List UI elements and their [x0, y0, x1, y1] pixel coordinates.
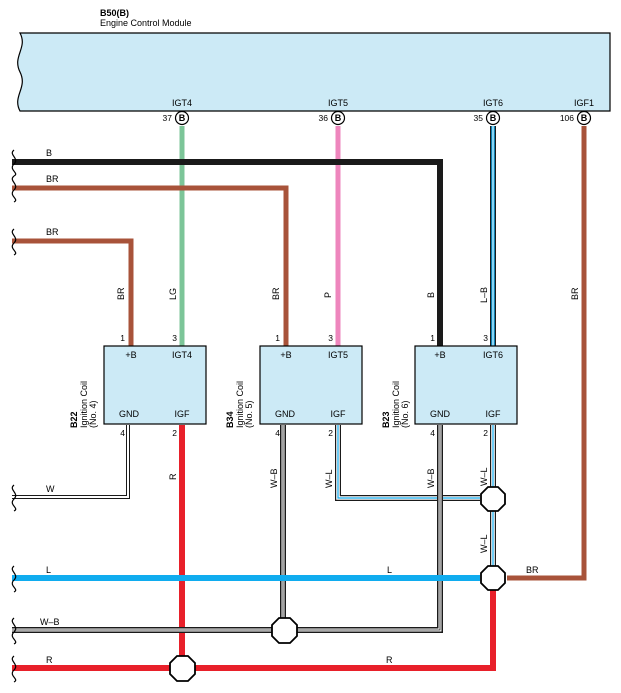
wire-label-b-coil6: B — [426, 292, 436, 298]
ecm-terminal-igf1: IGF1 — [574, 98, 594, 108]
wire-label-b-top: B — [46, 148, 52, 158]
wire-label-wl-coil6: W–L — [479, 467, 489, 486]
svg-text:Ignition Coil: Ignition Coil — [235, 381, 245, 428]
svg-text:3: 3 — [172, 333, 177, 343]
svg-text:2: 2 — [483, 428, 488, 438]
wire-label-br-igf1: BR — [570, 287, 580, 300]
wire-b — [12, 159, 443, 346]
svg-text:1: 1 — [275, 333, 280, 343]
ecm-pin-36: 36 B — [319, 110, 346, 126]
wire-label-br-coil5: BR — [271, 287, 281, 300]
wire-label-r-mid: R — [386, 655, 393, 665]
svg-text:IGF: IGF — [331, 409, 347, 419]
svg-text:4: 4 — [275, 428, 280, 438]
svg-text:B23: B23 — [381, 411, 391, 428]
svg-text:B34: B34 — [225, 411, 235, 428]
ecm-pin-35: 35 B — [474, 110, 501, 126]
svg-text:(No. 6): (No. 6) — [400, 400, 410, 428]
svg-text:Ignition Coil: Ignition Coil — [391, 381, 401, 428]
svg-text:IGT6: IGT6 — [483, 350, 503, 360]
svg-text:IGT4: IGT4 — [172, 350, 192, 360]
wire-label-l-mid: L — [387, 565, 392, 575]
ecm-terminal-igt5: IGT5 — [328, 98, 348, 108]
wire-break-marks — [11, 149, 17, 683]
wire-label-br-right: BR — [526, 565, 539, 575]
splice-wl — [480, 486, 506, 512]
svg-text:IGF: IGF — [486, 409, 502, 419]
svg-text:36: 36 — [319, 113, 329, 123]
svg-text:3: 3 — [328, 333, 333, 343]
svg-text:+B: +B — [280, 350, 291, 360]
wire-wl-coil5 — [335, 425, 480, 501]
svg-text:35: 35 — [474, 113, 484, 123]
splice-r — [169, 655, 196, 682]
wire-label-br-mid: BR — [46, 227, 59, 237]
wire-w — [12, 425, 130, 499]
wire-label-wb-left: W–B — [40, 617, 60, 627]
wire-wb-coil6 — [297, 425, 443, 633]
wire-label-br-coil4: BR — [116, 287, 126, 300]
wire-br-coil4 — [12, 238, 134, 346]
svg-text:37: 37 — [163, 113, 173, 123]
ecm-box — [17, 32, 611, 112]
wire-label-r-left: R — [46, 655, 53, 665]
svg-text:+B: +B — [434, 350, 445, 360]
wire-br-coil5 — [12, 185, 289, 346]
ecm-pin-106: 106 B — [560, 110, 592, 126]
svg-text:Ignition Coil: Ignition Coil — [79, 381, 89, 428]
svg-text:(No. 5): (No. 5) — [244, 400, 254, 428]
svg-text:GND: GND — [119, 409, 140, 419]
svg-text:106: 106 — [560, 113, 574, 123]
svg-text:B22: B22 — [69, 411, 79, 428]
ignition-coil-no6: +B IGT6 GND IGF 1 3 4 2 B23 Ignition Coi… — [381, 333, 518, 438]
svg-text:3: 3 — [483, 333, 488, 343]
ignition-coil-no5: +B IGT5 GND IGF 1 3 4 2 B34 Ignition Coi… — [225, 333, 363, 438]
wire-label-wb-coil5: W–B — [269, 468, 279, 488]
svg-text:B: B — [335, 113, 342, 123]
ecm-name: Engine Control Module — [100, 18, 192, 28]
splice-l-br — [480, 565, 506, 591]
wire-label-wl-coil5: W–L — [324, 469, 334, 488]
svg-text:B: B — [490, 113, 497, 123]
splice-wb — [271, 617, 298, 644]
svg-text:GND: GND — [275, 409, 296, 419]
svg-text:2: 2 — [172, 428, 177, 438]
ecm-connector-id: B50(B) — [100, 8, 129, 18]
svg-text:B: B — [179, 113, 186, 123]
wire-label-lg: LG — [168, 288, 178, 300]
svg-text:B: B — [581, 113, 588, 123]
wire-label-r-coil4: R — [168, 473, 178, 480]
svg-text:(No. 4): (No. 4) — [88, 400, 98, 428]
ignition-coil-no4: +B IGT4 GND IGF 1 3 4 2 B22 Ignition Coi… — [69, 333, 207, 438]
svg-text:IGT5: IGT5 — [328, 350, 348, 360]
wire-label-br-top: BR — [46, 174, 59, 184]
svg-text:4: 4 — [120, 428, 125, 438]
ecm-terminal-igt6: IGT6 — [483, 98, 503, 108]
ecm-pin-37: 37 B — [163, 110, 190, 126]
svg-text:1: 1 — [120, 333, 125, 343]
svg-text:GND: GND — [430, 409, 451, 419]
wire-label-p: P — [323, 292, 333, 298]
ecm-terminal-igt4: IGT4 — [172, 98, 192, 108]
wire-br-igf1 — [507, 126, 587, 581]
wire-label-wl-lower: W–L — [479, 534, 489, 553]
svg-text:2: 2 — [328, 428, 333, 438]
wire-label-w-left: W — [46, 484, 55, 494]
svg-text:4: 4 — [430, 428, 435, 438]
wire-label-lb: L–B — [479, 287, 489, 303]
svg-text:IGF: IGF — [175, 409, 191, 419]
wire-label-l-left: L — [46, 565, 51, 575]
svg-text:+B: +B — [125, 350, 136, 360]
svg-text:1: 1 — [430, 333, 435, 343]
wire-label-wb-coil6: W–B — [426, 468, 436, 488]
